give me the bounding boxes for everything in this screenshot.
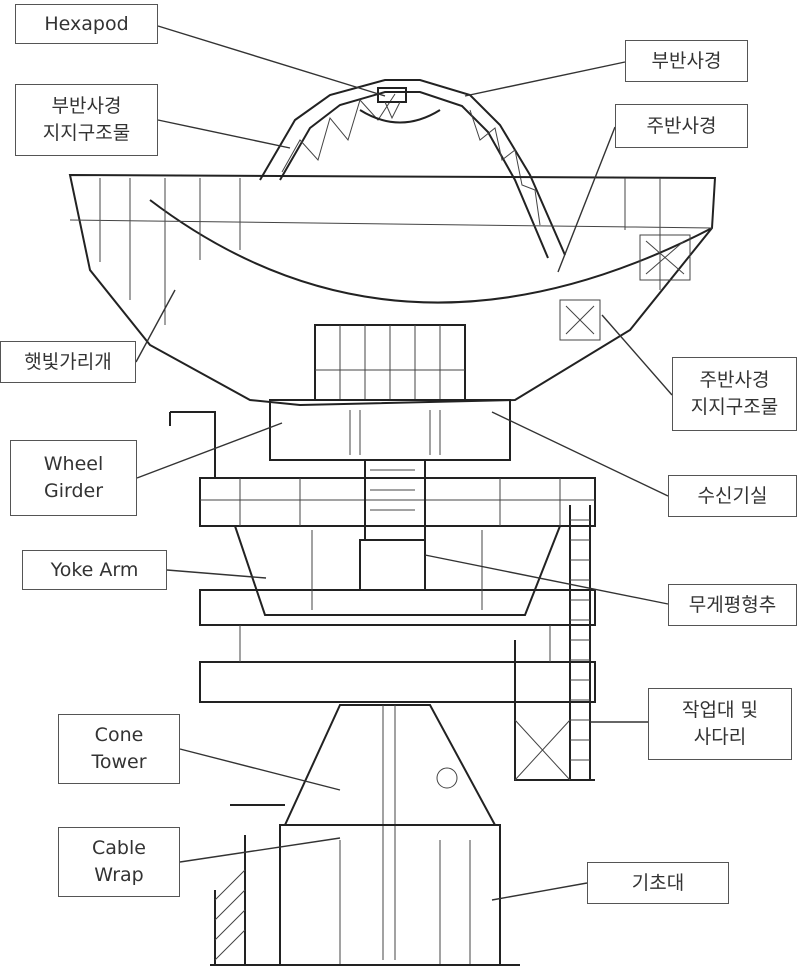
cable-wrap-stair	[210, 804, 520, 966]
label-main-reflector-support: 주반사경 지지구조물	[672, 357, 797, 431]
counterweight-block	[359, 459, 426, 591]
label-subreflector: 부반사경	[625, 40, 748, 82]
label-foundation: 기초대	[587, 862, 729, 904]
label-cable-wrap: Cable Wrap	[58, 827, 180, 897]
foundation-base	[279, 824, 501, 966]
label-cone-tower: Cone Tower	[58, 714, 180, 784]
label-main-reflector: 주반사경	[615, 104, 748, 148]
label-wheel-girder: Wheel Girder	[10, 440, 137, 516]
label-receiver-room: 수신기실	[668, 475, 797, 517]
leader-lines	[135, 25, 673, 901]
yoke-arm-structure	[199, 525, 596, 703]
label-sunshade: 햇빛가리개	[0, 341, 136, 383]
cone-tower	[283, 704, 497, 960]
label-subreflector-support: 부반사경 지지구조물	[15, 84, 158, 156]
label-platform-ladder: 작업대 및 사다리	[648, 688, 792, 760]
wheel-girder-structure	[169, 411, 596, 527]
subreflector-hexapod-unit	[359, 87, 441, 124]
label-counterweight: 무게평형추	[668, 584, 797, 626]
central-hub-and-receiver-room	[269, 324, 511, 461]
subreflector-support-structure	[259, 79, 566, 259]
main-reflector-dish	[68, 173, 717, 407]
label-hexapod: Hexapod	[15, 4, 158, 44]
platform-and-ladder	[514, 505, 595, 781]
label-yoke-arm: Yoke Arm	[22, 550, 167, 590]
